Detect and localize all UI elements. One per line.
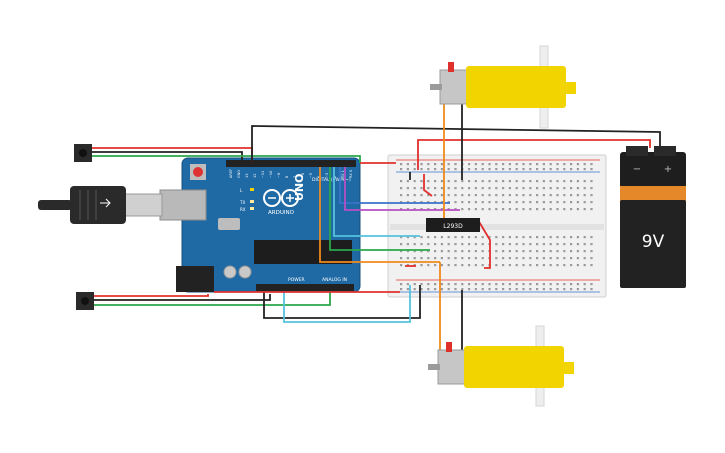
- wires: [92, 92, 661, 356]
- arduino-pin-label: 12: [253, 174, 257, 178]
- ir-sensor-icon: [74, 144, 92, 162]
- led-tx: [250, 200, 254, 203]
- arduino-pin-label: ~10: [269, 171, 273, 178]
- capacitor: [223, 265, 237, 279]
- led-label-tx: TX: [239, 200, 245, 205]
- led-rx: [250, 207, 254, 210]
- l293d-driver-chip[interactable]: L293D: [426, 218, 480, 232]
- driver-chip-label: L293D: [443, 223, 463, 230]
- capacitor: [238, 265, 252, 279]
- analog-header-label: ANALOG IN: [322, 277, 347, 283]
- arduino-pin-label: 13: [245, 174, 249, 178]
- arduino-pin-label: ~3: [325, 173, 329, 178]
- power-header-label: POWER: [288, 277, 305, 283]
- arduino-pin-label: 7: [293, 176, 297, 178]
- arduino-pin-label: AREF: [229, 169, 233, 178]
- battery-minus-label: −: [633, 164, 641, 175]
- breadboard[interactable]: [387, 154, 607, 298]
- battery-icon[interactable]: − + 9V: [620, 146, 686, 288]
- arduino-pin-label: 8: [285, 176, 289, 178]
- power-jack: [176, 266, 214, 292]
- usb-plug-icon: [38, 186, 163, 224]
- battery-voltage-label: 9V: [642, 232, 665, 252]
- arduino-pin-label: 2: [333, 176, 337, 178]
- dc-motor-icon: [430, 45, 576, 129]
- arduino-model-label: UNO: [293, 174, 306, 202]
- arduino-pin-label: TX 1: [341, 170, 345, 179]
- arduino-pin-label: ~5: [309, 173, 313, 178]
- battery-plus-label: +: [664, 164, 672, 175]
- crystal: [218, 218, 240, 230]
- dc-motor-icon: [428, 325, 574, 407]
- arduino-logo-icon: [263, 189, 299, 207]
- led-label-l: L: [240, 188, 243, 193]
- led-label-rx: RX: [240, 207, 246, 212]
- usb-port: [159, 189, 207, 221]
- arduino-pin-label: GND: [237, 170, 241, 178]
- pin-labels: AREF GND 13 12 ~11 ~10 ~9 8 7 ~6 ~5 4 ~3 2 TX 1 RX 0: [229, 169, 353, 179]
- digital-header: [226, 160, 356, 167]
- ir-sensor-icon: [76, 292, 94, 310]
- arduino-pin-label: RX 0: [349, 170, 353, 178]
- digital-header-label: DIGITAL (PWM ~): [312, 177, 351, 183]
- atmega-chip: [254, 240, 352, 264]
- arduino-pin-label: ~11: [261, 171, 265, 178]
- led-l: [250, 188, 254, 191]
- arduino-pin-label: 4: [317, 175, 321, 178]
- arduino-pin-label: ~6: [301, 173, 305, 178]
- arduino-brand-label: ARDUINO: [268, 210, 295, 216]
- power-analog-header: [256, 284, 354, 291]
- arduino-pin-label: ~9: [277, 173, 281, 178]
